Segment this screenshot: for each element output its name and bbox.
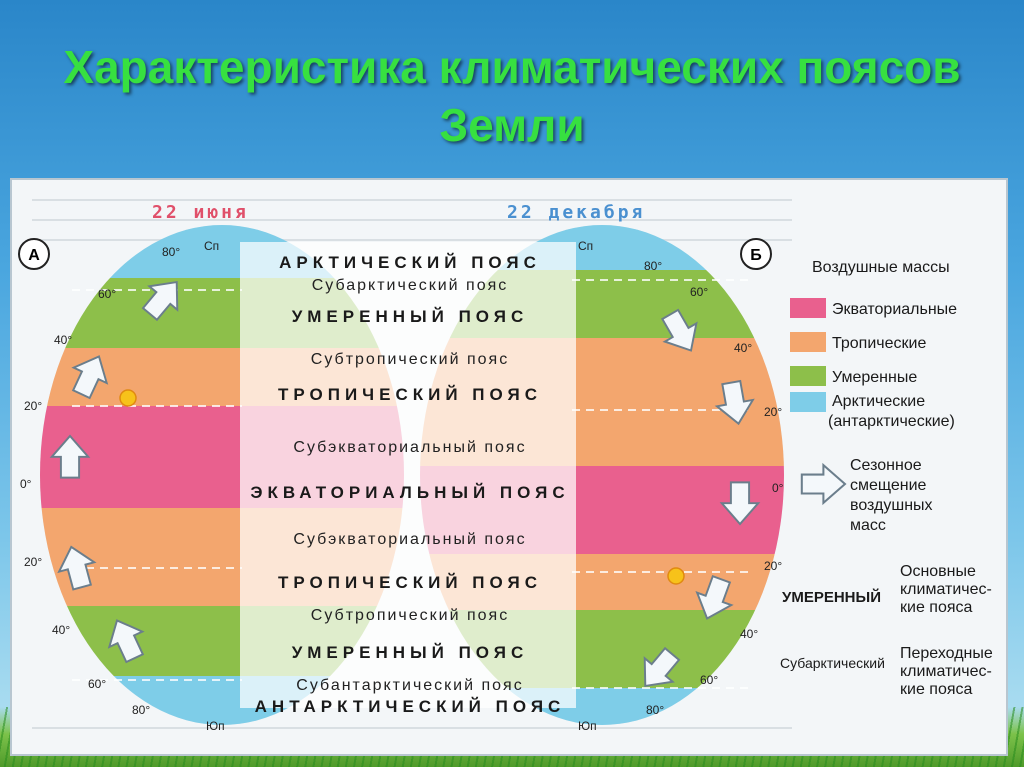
panel-marker-a-text: А xyxy=(28,247,40,264)
legend-trans-1: Переходные xyxy=(900,645,993,662)
legend-arctic-1: Арктические xyxy=(832,393,925,410)
belt-subtropical-north: Субтропический пояс xyxy=(311,351,509,368)
legend-shift-4: масс xyxy=(850,517,886,534)
belt-subantarctic: Субантарктический пояс xyxy=(296,677,523,694)
climate-belts-diagram: 22 июня 22 декабря А Б Сп Сп Юп Юп 80° 6… xyxy=(10,178,1008,756)
lat-right-40s: 40° xyxy=(740,627,758,641)
belt-subtropical-south: Субтропический пояс xyxy=(311,607,509,624)
legend-swatch-temperate xyxy=(790,366,826,386)
lat-right-20s: 20° xyxy=(764,559,782,573)
belt-antarctic: АНТАРКТИЧЕСКИЙ ПОЯС xyxy=(255,697,566,716)
belt-subequatorial-south: Субэкваториальный пояс xyxy=(293,531,526,548)
lat-right-20n: 20° xyxy=(764,405,782,419)
date-december: 22 декабря xyxy=(507,202,645,223)
lat-right-80s: 80° xyxy=(646,703,664,717)
sun-icon-right xyxy=(667,567,685,585)
slide-title-text: Характеристика климатических поясов Земл… xyxy=(63,41,961,151)
belt-equatorial: ЭКВАТОРИАЛЬНЫЙ ПОЯС xyxy=(250,483,569,502)
sun-icon-left xyxy=(119,389,137,407)
date-june: 22 июня xyxy=(152,202,249,223)
lat-left-0: 0° xyxy=(20,477,32,491)
dashed-latitudes xyxy=(72,279,752,689)
legend-main-3: кие пояса xyxy=(900,599,973,616)
lat-left-60n: 60° xyxy=(98,287,116,301)
pole-south-left: Юп xyxy=(206,719,225,733)
legend-temperate: Умеренные xyxy=(832,369,917,386)
lat-right-80n: 80° xyxy=(644,259,662,273)
lat-right-60s: 60° xyxy=(700,673,718,687)
slide-title: Характеристика климатических поясов Земл… xyxy=(0,38,1024,154)
lat-right-40n: 40° xyxy=(734,341,752,355)
belt-subarctic: Субарктический пояс xyxy=(312,277,509,294)
belt-temperate-south: УМЕРЕННЫЙ ПОЯС xyxy=(292,643,529,662)
legend-swatch-arctic xyxy=(790,392,826,412)
belt-labels: АРКТИЧЕСКИЙ ПОЯС Субарктический пояс УМЕ… xyxy=(250,253,569,716)
panel-marker-a: А xyxy=(18,238,50,270)
legend-swatch-equatorial xyxy=(790,298,826,318)
lat-right-0: 0° xyxy=(772,481,784,495)
legend-tropical: Тропические xyxy=(832,335,926,352)
panel-marker-b: Б xyxy=(740,238,772,270)
belt-arctic: АРКТИЧЕСКИЙ ПОЯС xyxy=(279,253,541,272)
belt-tropical-south: ТРОПИЧЕСКИЙ ПОЯС xyxy=(278,573,542,592)
panel-marker-b-text: Б xyxy=(750,247,762,264)
lat-left-40s: 40° xyxy=(52,623,70,637)
legend-arctic-2: (антарктические) xyxy=(828,413,955,430)
belt-temperate-north: УМЕРЕННЫЙ ПОЯС xyxy=(292,307,529,326)
legend-trans-2: климатичес- xyxy=(900,663,992,680)
legend-equatorial: Экваториальные xyxy=(832,301,957,318)
belt-subequatorial-north: Субэкваториальный пояс xyxy=(293,439,526,456)
lat-left-80n: 80° xyxy=(162,245,180,259)
legend-trans-sample: Субарктический xyxy=(780,655,885,671)
lat-left-40n: 40° xyxy=(54,333,72,347)
legend-trans-3: кие пояса xyxy=(900,681,973,698)
lat-left-60s: 60° xyxy=(88,677,106,691)
legend-main-sample: УМЕРЕННЫЙ xyxy=(782,588,881,606)
background-texture xyxy=(32,199,792,729)
pole-south-right: Юп xyxy=(578,719,597,733)
lat-right-60n: 60° xyxy=(690,285,708,299)
legend-title: Воздушные массы xyxy=(812,259,950,276)
legend-shift-arrow-icon xyxy=(800,464,847,504)
pole-north-left: Сп xyxy=(204,239,219,253)
legend-shift-2: смещение xyxy=(850,477,927,494)
legend-main-2: климатичес- xyxy=(900,581,992,598)
lat-left-20s: 20° xyxy=(24,555,42,569)
belt-tropical-north: ТРОПИЧЕСКИЙ ПОЯС xyxy=(278,385,542,404)
legend-swatch-tropical xyxy=(790,332,826,352)
diagram-svg: 22 июня 22 декабря А Б Сп Сп Юп Юп 80° 6… xyxy=(18,199,993,733)
center-label-column xyxy=(240,242,576,708)
legend-shift-1: Сезонное xyxy=(850,457,922,474)
legend: Воздушные массы Экваториальные Тропическ… xyxy=(780,259,993,698)
legend-shift-3: воздушных xyxy=(850,497,933,514)
legend-main-1: Основные xyxy=(900,563,976,580)
lat-left-80s: 80° xyxy=(132,703,150,717)
lat-left-20n: 20° xyxy=(24,399,42,413)
pole-north-right: Сп xyxy=(578,239,593,253)
